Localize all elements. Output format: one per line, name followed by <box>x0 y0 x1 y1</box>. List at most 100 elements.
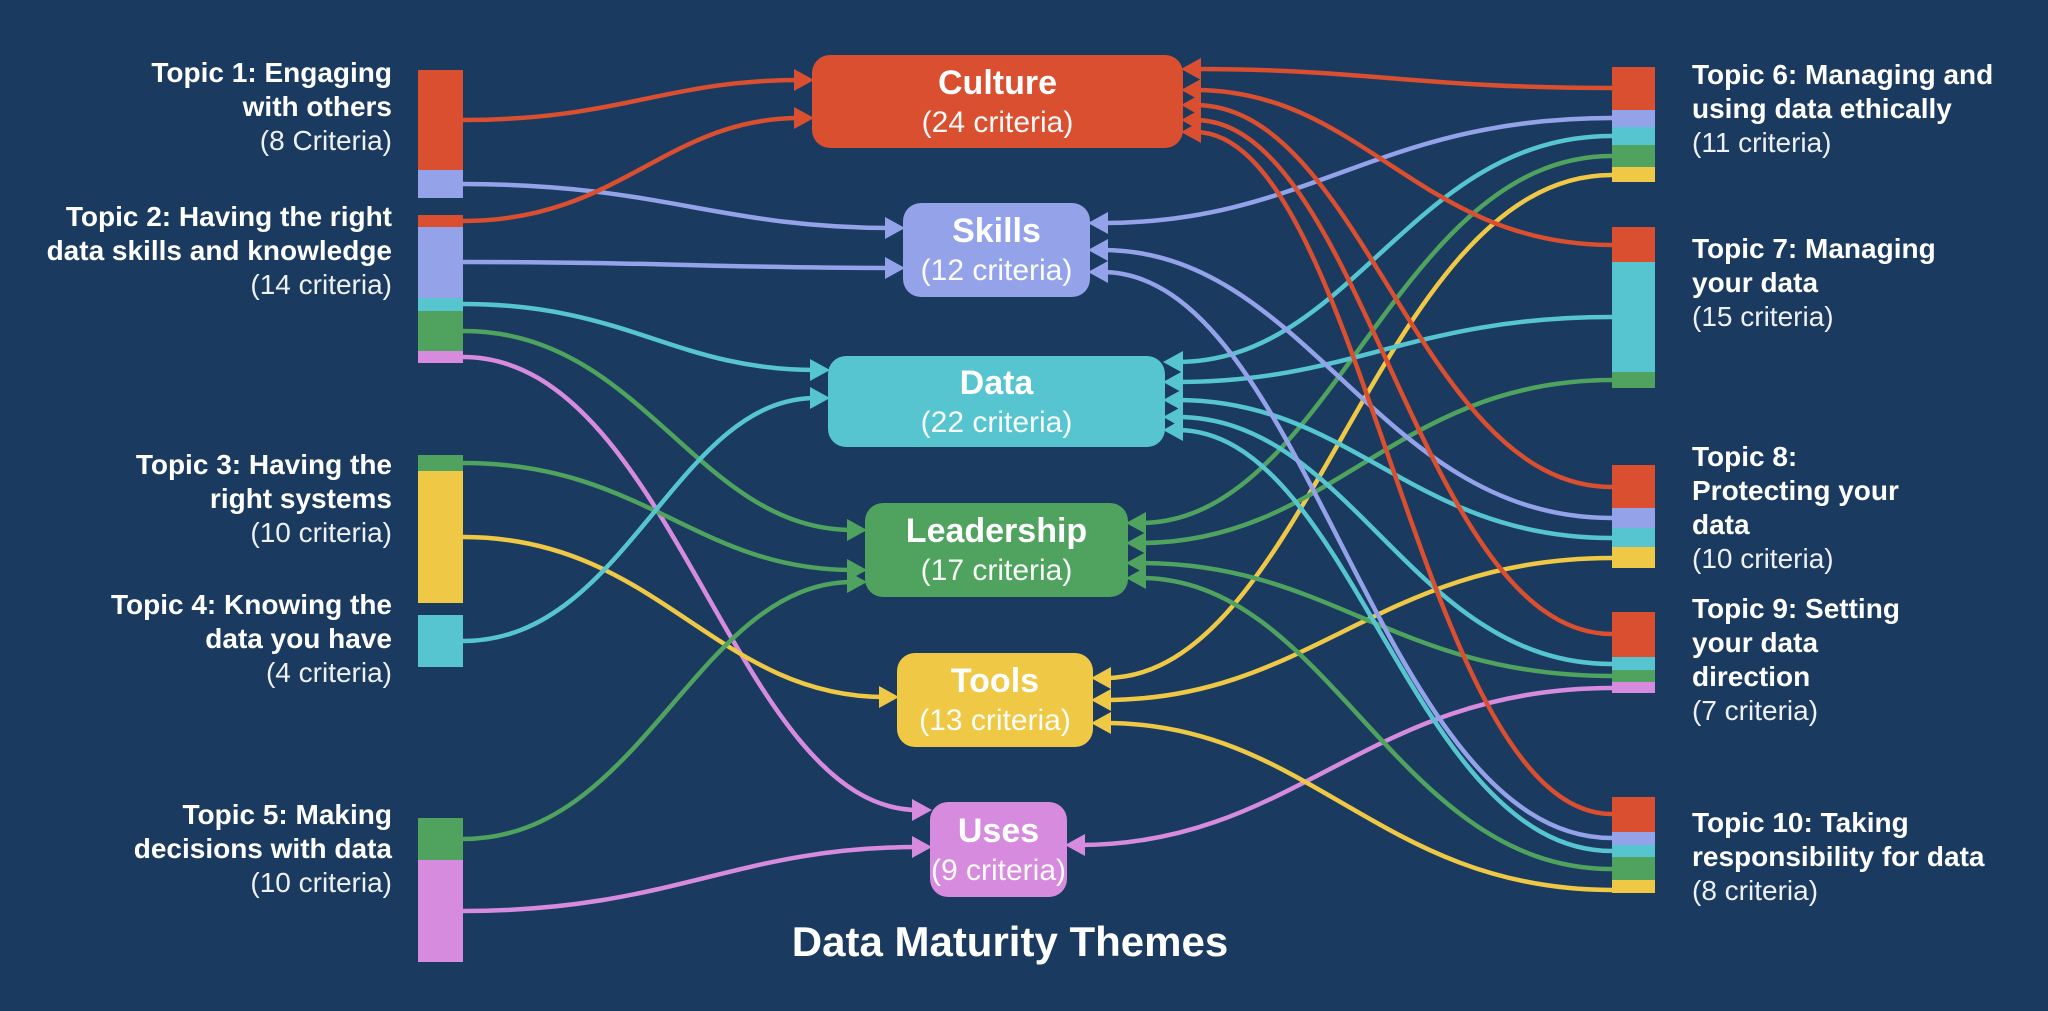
connection-curve-leadership <box>460 579 856 842</box>
connection-curve-skills <box>1099 269 1615 841</box>
arrowhead-leadership <box>847 571 867 593</box>
topic-4-segment-data <box>418 615 463 667</box>
topic-9-title-line: direction <box>1692 661 1811 692</box>
topic-1-criteria-count: (8 Criteria) <box>259 125 392 156</box>
connection-curve-skills <box>460 259 894 271</box>
connection-curve-tools <box>460 534 888 700</box>
arrowhead-data <box>1163 419 1183 441</box>
topic-5-segment-uses <box>418 859 463 962</box>
connection-curve-culture <box>1192 66 1615 91</box>
arrowhead-leadership <box>1126 552 1146 574</box>
arrowhead-skills <box>1088 239 1108 261</box>
theme-name-tools: Tools <box>950 662 1040 700</box>
topic-7-title-line: your data <box>1692 267 1819 298</box>
topic-7-theme-bar <box>1612 227 1655 388</box>
connection-curve-skills <box>1099 115 1615 226</box>
connection-curve-data <box>1174 397 1615 541</box>
topic-7-segment-culture <box>1612 227 1655 263</box>
theme-name-leadership: Leadership <box>905 512 1088 550</box>
arrowhead-data <box>1163 351 1183 373</box>
topic-3-segment-leadership <box>418 455 463 472</box>
connection-curve-skills <box>460 181 894 231</box>
arrowhead-culture <box>1181 94 1201 116</box>
connection-curve-culture <box>1192 102 1615 490</box>
theme-name-culture: Culture <box>938 63 1057 102</box>
arrowhead-leadership <box>1126 532 1146 554</box>
topic-3-theme-bar <box>418 455 463 603</box>
theme-name-skills: Skills <box>952 212 1041 250</box>
topic-10-segment-tools <box>1612 880 1655 893</box>
arrowhead-culture <box>1181 121 1201 143</box>
connection-curve-data <box>1174 414 1615 667</box>
connection-curve-culture <box>1192 87 1615 248</box>
topic-7-segment-leadership <box>1612 371 1655 388</box>
connection-curve-culture <box>1192 117 1615 637</box>
connection-curve-leadership <box>1137 560 1615 679</box>
theme-box-data: Data(22 criteria) <box>828 356 1165 447</box>
topic-9-theme-bar <box>1612 612 1655 693</box>
topic-6-theme-bar <box>1612 67 1655 182</box>
topic-8-segment-culture <box>1612 465 1655 509</box>
topic-6-criteria-count: (11 criteria) <box>1692 127 1832 158</box>
topic-8-title-line: Protecting your <box>1692 475 1899 506</box>
topic-4-criteria-count: (4 criteria) <box>265 657 392 688</box>
topic-8-segment-skills <box>1612 508 1655 528</box>
connection-curve-leadership <box>1137 575 1615 872</box>
arrowhead-culture <box>794 107 814 129</box>
connection-curve-skills <box>1099 247 1615 521</box>
topic-5-theme-bar <box>418 818 463 962</box>
theme-box-leadership: Leadership(17 criteria) <box>865 503 1128 597</box>
theme-criteria-data: (22 criteria) <box>920 405 1073 439</box>
arrowhead-leadership <box>847 519 867 541</box>
topic-1-segment-culture <box>418 70 463 170</box>
topic-1-title-line: with others <box>242 91 392 122</box>
arrowhead-skills <box>885 217 905 239</box>
connection-curve-uses <box>460 354 921 813</box>
arrowhead-skills <box>1088 212 1108 234</box>
topic-2-segment-data <box>418 297 463 312</box>
arrowhead-data <box>1163 371 1183 393</box>
topic-7-criteria-count: (15 criteria) <box>1692 301 1834 332</box>
topic-6-segment-leadership <box>1612 145 1655 168</box>
connection-curve-tools <box>1102 172 1615 681</box>
connection-curve-culture <box>460 77 803 123</box>
arrowhead-tools <box>1091 712 1111 734</box>
connection-curve-culture <box>460 115 803 224</box>
theme-box-culture: Culture(24 criteria) <box>812 55 1183 148</box>
topic-2-segment-uses <box>418 351 463 363</box>
theme-box-uses: Uses(9 criteria) <box>930 802 1067 897</box>
topic-2-title-line: data skills and knowledge <box>46 235 392 266</box>
arrowhead-leadership <box>1126 512 1146 534</box>
connection-curve-leadership <box>1137 153 1615 526</box>
topic-6-segment-skills <box>1612 109 1655 127</box>
arrowhead-skills <box>885 257 905 279</box>
topic-9-segment-uses <box>1612 682 1655 693</box>
connection-curve-leadership <box>460 328 856 533</box>
topic-6-segment-data <box>1612 126 1655 146</box>
topic-10-segment-data <box>1612 844 1655 858</box>
connection-curve-leadership <box>460 460 856 573</box>
arrowhead-tools <box>1091 667 1111 689</box>
topic-1-theme-bar <box>418 70 463 198</box>
connection-curve-culture <box>1192 129 1615 817</box>
connection-curve-tools <box>1102 555 1615 703</box>
topic-6-title-line: using data ethically <box>1692 93 1952 124</box>
arrowhead-uses <box>912 836 932 858</box>
topic-2-title-line: Topic 2: Having the right <box>65 201 392 232</box>
topic-6-segment-tools <box>1612 167 1655 182</box>
theme-criteria-tools: (13 criteria) <box>919 704 1071 737</box>
arrowhead-culture <box>1181 58 1201 80</box>
connection-curve-data <box>1174 133 1615 365</box>
topic-6-segment-culture <box>1612 67 1655 110</box>
arrowhead-data <box>810 387 830 409</box>
topic-9-segment-culture <box>1612 612 1655 657</box>
